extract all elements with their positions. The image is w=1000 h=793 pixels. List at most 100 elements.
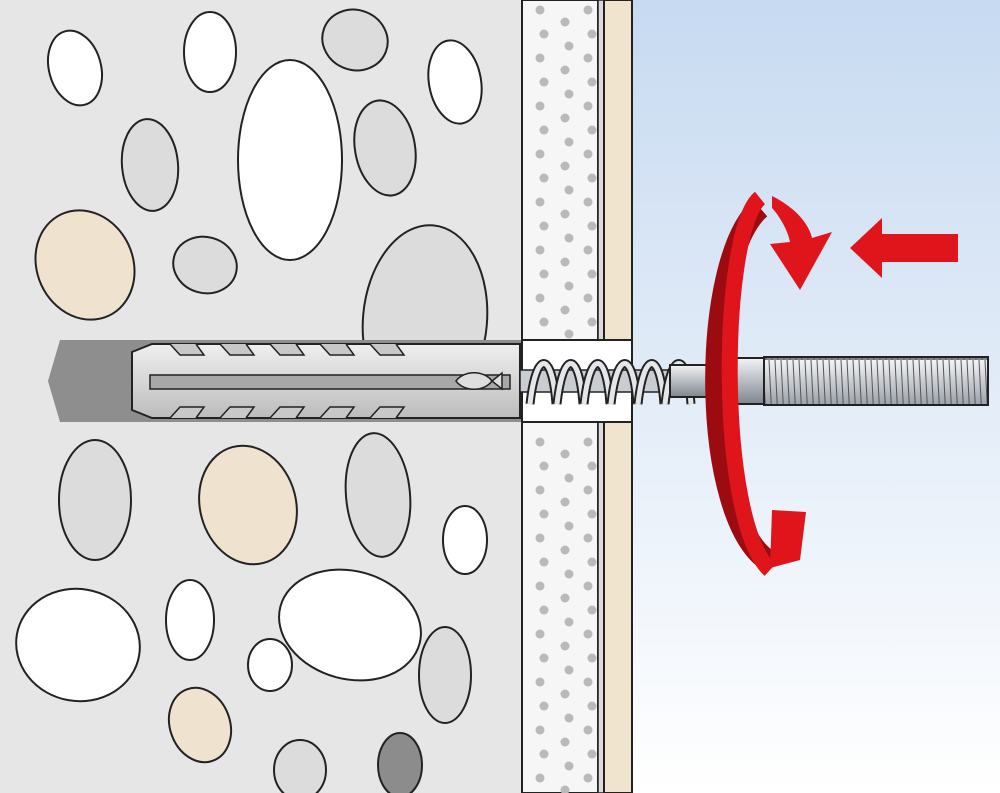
plaster-dot: [583, 533, 593, 543]
plaster-dot: [587, 29, 597, 39]
plaster-dot: [587, 173, 597, 183]
stone: [183, 11, 237, 93]
plaster-dot: [560, 737, 570, 747]
plaster-dot: [535, 5, 545, 15]
wall-plug: [131, 343, 521, 419]
plaster-dot: [564, 521, 574, 531]
stone: [34, 209, 136, 321]
plaster-dot: [539, 221, 549, 231]
plaster-dot: [539, 701, 549, 711]
plaster-dot: [560, 305, 570, 315]
plaster-dot: [535, 101, 545, 111]
stone: [273, 739, 327, 793]
plaster-dot: [587, 701, 597, 711]
clockwise-rotation-arrow-icon: [705, 191, 832, 576]
plaster-dot: [560, 209, 570, 219]
plaster-dot: [560, 545, 570, 555]
plaster-dot: [535, 293, 545, 303]
plaster-dot: [539, 509, 549, 519]
plaster-dot: [535, 245, 545, 255]
plaster-dot: [560, 17, 570, 27]
stone: [377, 732, 423, 793]
stone: [353, 99, 417, 197]
plaster-dot: [564, 185, 574, 195]
plaster-dot: [583, 53, 593, 63]
plaster-dot: [535, 149, 545, 159]
plaster-dot: [583, 149, 593, 159]
plaster-dot: [583, 677, 593, 687]
plaster-dot: [583, 629, 593, 639]
stone: [344, 432, 412, 558]
plaster-dot: [560, 161, 570, 171]
plaster-dot: [583, 581, 593, 591]
plaster-dot: [564, 41, 574, 51]
stone: [237, 59, 343, 261]
stone: [442, 505, 488, 575]
anchor-tooth: [269, 343, 306, 356]
plaster-dot: [539, 749, 549, 759]
stone: [165, 579, 215, 661]
plaster-dot: [535, 437, 545, 447]
plaster-dot: [535, 197, 545, 207]
plaster-dot: [560, 593, 570, 603]
plaster-dot: [587, 125, 597, 135]
anchor-tooth: [169, 343, 206, 356]
plaster-dot: [587, 605, 597, 615]
plaster-dot: [539, 269, 549, 279]
plaster-dot: [587, 269, 597, 279]
plaster-dot: [539, 77, 549, 87]
plaster-dot: [560, 65, 570, 75]
plaster-dot: [564, 617, 574, 627]
plaster-dot: [564, 233, 574, 243]
plaster-dot: [539, 557, 549, 567]
anchor-tooth: [319, 343, 356, 356]
left-arrow-icon: [850, 218, 958, 278]
plaster-dot: [564, 89, 574, 99]
screw-thread: [608, 361, 640, 405]
anchor-tooth: [369, 406, 406, 419]
plaster-dot: [535, 53, 545, 63]
plaster-dot: [539, 29, 549, 39]
plaster-dot: [539, 653, 549, 663]
plaster-dot: [564, 713, 574, 723]
plaster-dot: [587, 557, 597, 567]
plaster-dot: [587, 653, 597, 663]
stone: [198, 444, 298, 566]
plaster-dot: [535, 533, 545, 543]
plaster-dot: [583, 101, 593, 111]
plaster-dot: [583, 485, 593, 495]
anchor-tooth: [219, 406, 256, 419]
stone: [47, 29, 103, 107]
stone: [172, 235, 238, 295]
plaster-dot: [535, 581, 545, 591]
plaster-dot: [583, 773, 593, 783]
stone: [167, 686, 233, 764]
plaster-dot: [583, 437, 593, 447]
screw-thread: [554, 361, 586, 405]
anchor-tooth: [169, 406, 206, 419]
plaster-dot: [560, 689, 570, 699]
plaster-dot: [535, 725, 545, 735]
plaster-dot: [564, 329, 574, 339]
plaster-dot: [535, 773, 545, 783]
plaster-dot: [583, 5, 593, 15]
stone: [247, 638, 293, 692]
plaster-dot: [564, 665, 574, 675]
plaster-dot: [564, 761, 574, 771]
plaster-dot: [539, 173, 549, 183]
plaster-dot: [560, 113, 570, 123]
stone: [418, 626, 472, 724]
stone: [15, 587, 141, 703]
anchor-tooth: [269, 406, 306, 419]
plaster-dot: [535, 677, 545, 687]
stone: [58, 439, 132, 561]
plaster-dot: [539, 461, 549, 471]
plaster-dot: [587, 77, 597, 87]
plaster-dot: [583, 245, 593, 255]
plaster-dot: [560, 497, 570, 507]
anchor-tooth: [369, 343, 406, 356]
plaster-dot: [560, 449, 570, 459]
plaster-dot: [564, 137, 574, 147]
plaster-dot: [564, 281, 574, 291]
